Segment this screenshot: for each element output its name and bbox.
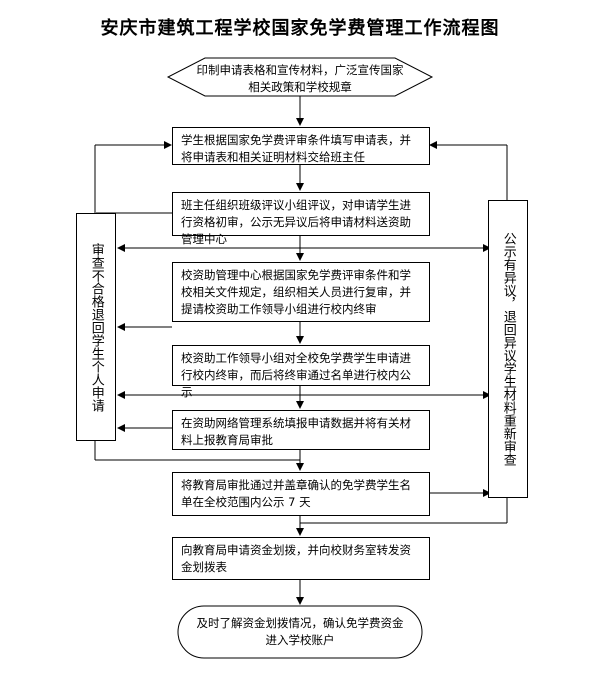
page-title: 安庆市建筑工程学校国家免学费管理工作流程图 (100, 18, 500, 39)
step-4-box: 校资助工作领导小组对全校免学费学生申请进行校内终审，而后将终审通过名单进行校内公… (172, 345, 430, 399)
right-loop-box: 公示有异议，退回异议学生材料重新审查 (488, 200, 528, 498)
end-step-text: 及时了解资金划拨情况，确认免学费资金进入学校账户 (196, 616, 404, 647)
step-3-box: 校资助管理中心根据国家免学费评审条件和学校相关文件规定，组织相关人员进行复审，并… (172, 262, 430, 322)
step-5-box: 在资助网络管理系统填报申请数据并将有关材料上报教育局审批 (172, 410, 430, 450)
start-step-text: 印制申请表格和宣传材料，广泛宣传国家相关政策和学校规章 (196, 63, 404, 94)
step-2-box: 班主任组织班级评议小组评议，对申请学生进行资格初审，公示无异议后将申请材料送资助… (172, 192, 430, 246)
start-hexagon (166, 57, 434, 97)
left-loop-box: 审查不合格退回学生个人申请 (76, 213, 116, 441)
step-1-box: 学生根据国家免学费评审条件填写申请表，并将申请表和相关证明材料交给班主任 (172, 127, 430, 165)
end-terminal (177, 605, 423, 659)
step-6-box: 将教育局审批通过并盖章确认的免学费学生名单在全校范围内公示 7 天 (172, 472, 430, 516)
step-7-box: 向教育局申请资金划拨，并向校财务室转发资金划拨表 (172, 537, 430, 580)
